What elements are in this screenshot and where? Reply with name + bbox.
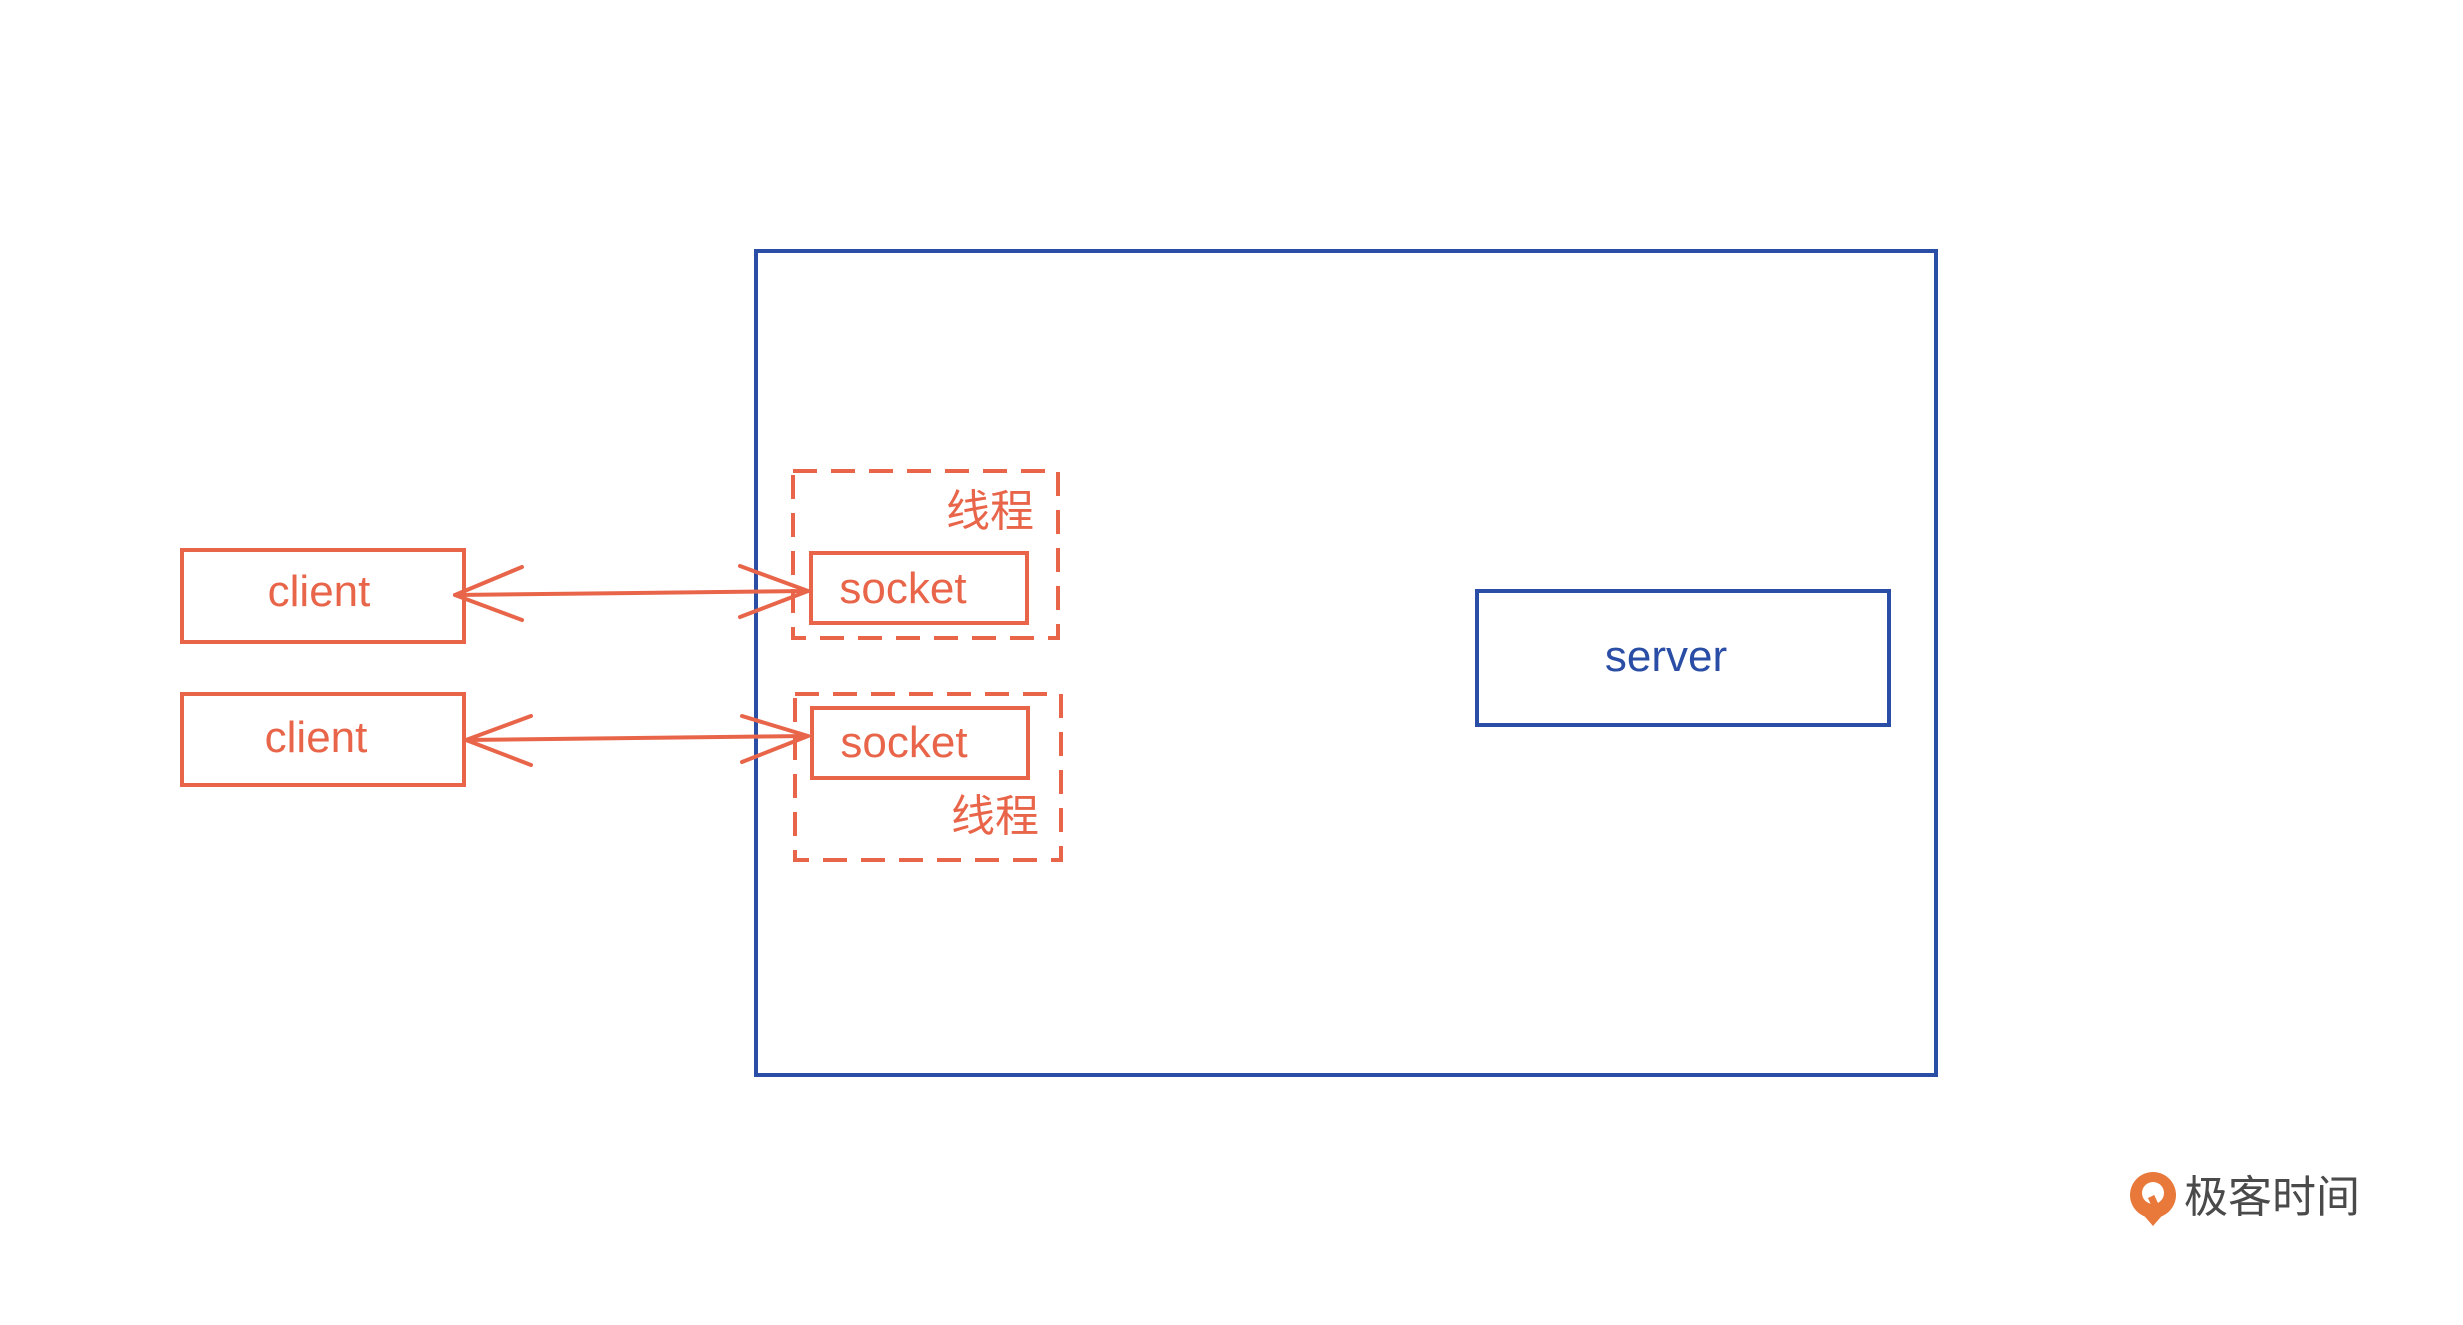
- server-box: server: [1475, 589, 1891, 727]
- connection-arrow-2: [464, 714, 810, 767]
- logo-text: 极客时间: [2184, 1172, 2360, 1223]
- client-label-1: client: [268, 567, 371, 616]
- client-box-1: client: [180, 548, 466, 644]
- geektime-logo-icon: [2130, 1172, 2176, 1226]
- socket-box-1: [809, 551, 1029, 625]
- thread-label-2: 线程: [951, 791, 1039, 842]
- thread-boundary-2: [793, 692, 1063, 862]
- connection-arrow-1: [453, 564, 810, 622]
- socket-label-1: socket: [839, 564, 966, 613]
- thread-group-2: socket 线程: [793, 692, 1063, 862]
- thread-boundary-1: [791, 469, 1060, 640]
- thread-label-1: 线程: [946, 486, 1034, 537]
- thread-group-1: 线程 socket: [791, 469, 1060, 640]
- client-label-2: client: [265, 713, 368, 762]
- server-label: server: [1605, 632, 1727, 681]
- geektime-logo: 极客时间: [2130, 1172, 2360, 1226]
- client-box-2: client: [180, 692, 466, 787]
- server-process-container: [754, 249, 1938, 1077]
- socket-box-2: [810, 706, 1030, 780]
- socket-label-2: socket: [840, 718, 967, 767]
